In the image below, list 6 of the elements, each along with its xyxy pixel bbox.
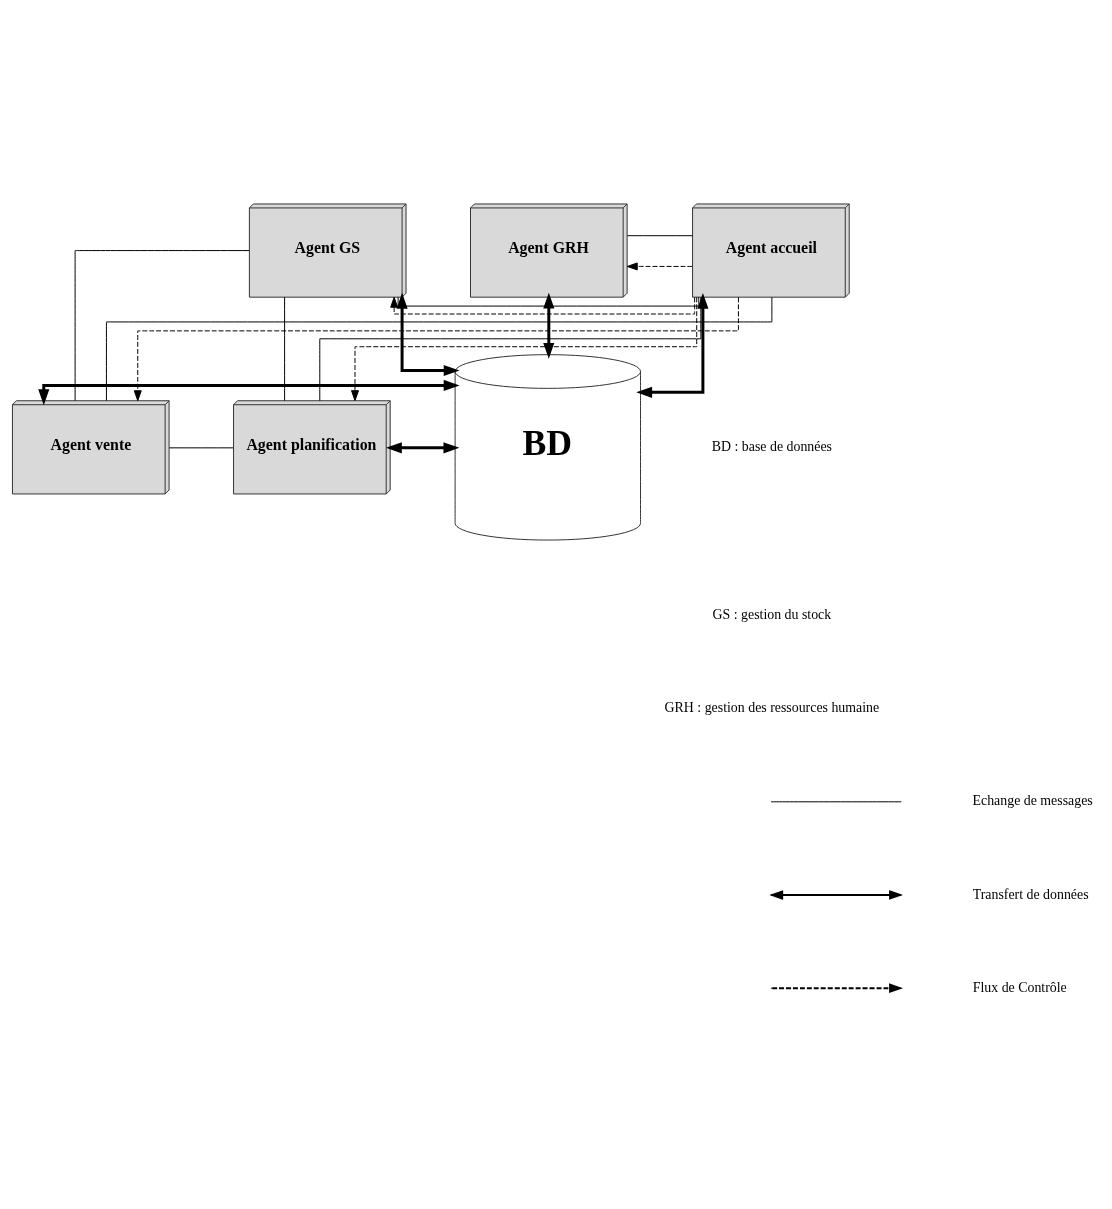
legend-label: Flux de Contrôle [972,979,1067,995]
label: GS : gestion du stock [712,606,832,622]
legend-label: Echange de messages [972,792,1093,808]
legend-label: Transfert de données [972,886,1089,902]
label: BD : base de données [711,438,832,454]
label: GRH : gestion des ressources humaine [664,699,880,715]
